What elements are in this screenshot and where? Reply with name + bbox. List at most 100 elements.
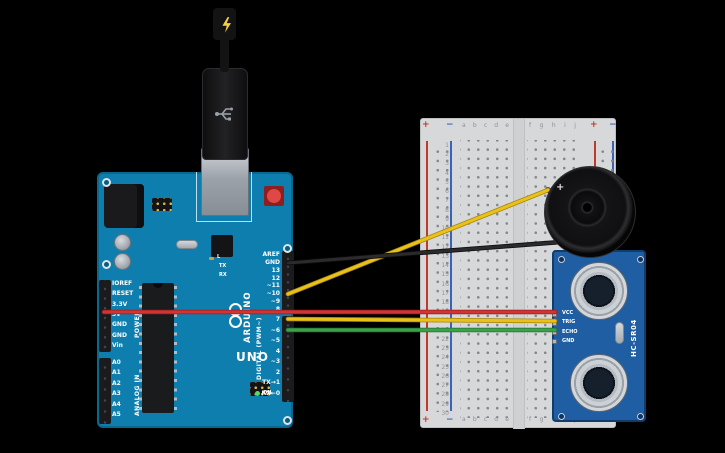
power-pin-header[interactable]	[99, 280, 111, 352]
column-letter: b	[472, 122, 477, 129]
row-number: 13	[441, 252, 449, 260]
pin-label: 4	[275, 347, 280, 355]
mounting-hole	[282, 415, 292, 425]
builtin-led	[209, 257, 214, 260]
pcb-hole	[558, 256, 565, 263]
row-number: 28	[441, 391, 449, 399]
digital-section-label: DIGITAL (PWM~)	[256, 316, 263, 380]
chip-notch	[153, 283, 163, 288]
reset-button-cap[interactable]	[267, 189, 281, 203]
led-l-label: L	[217, 254, 221, 260]
left-rail-negative-line	[450, 141, 452, 411]
pin-label: ~6	[270, 326, 280, 334]
pin-label: GND	[112, 321, 127, 329]
column-letter: a	[462, 416, 466, 423]
sensor-pin-label: ECHO	[562, 328, 578, 335]
row-number: 30	[441, 409, 449, 417]
column-letter: f	[529, 122, 532, 129]
ultrasonic-transducer	[570, 262, 628, 320]
pin-label: 2	[275, 368, 280, 376]
digital-pin-header-lower[interactable]	[282, 316, 294, 402]
piezo-buzzer[interactable]: +	[544, 166, 636, 258]
usb-interface-chip	[211, 235, 233, 257]
column-letter: a	[462, 122, 466, 129]
pin-label: A3	[112, 390, 121, 398]
rx-label: RX	[219, 272, 227, 278]
usb-cable-power-tip[interactable]	[213, 8, 236, 40]
pin-label: ~3	[270, 358, 280, 366]
mounting-hole	[101, 259, 111, 269]
column-letter: c	[483, 122, 488, 129]
pin-label: 13	[271, 266, 280, 274]
atmega-microcontroller[interactable]	[139, 283, 177, 413]
sensor-pin-echo[interactable]	[552, 329, 557, 335]
sensor-pin-trig[interactable]	[552, 320, 557, 326]
usb-cable-cord	[220, 38, 229, 72]
capacitor	[114, 234, 131, 251]
pin-label: A5	[112, 410, 121, 418]
breadboard-center-channel	[513, 119, 525, 429]
on-led	[255, 391, 260, 396]
row-number: 3	[445, 160, 449, 168]
row-number: 4	[445, 169, 449, 177]
row-number: 24	[441, 354, 449, 362]
arduino-logo-icon	[229, 315, 242, 328]
pin-label: IOREF	[112, 280, 133, 287]
left-rail-positive-line	[426, 141, 428, 411]
power-section-label: POWER	[134, 310, 141, 338]
pin-label: 12	[271, 274, 280, 282]
buzzer-positive-mark: +	[556, 182, 565, 193]
row-number: 20	[441, 317, 449, 325]
column-letter: d	[494, 416, 499, 423]
pin-label: Vin	[112, 341, 123, 349]
row-number: 17	[441, 289, 449, 297]
pin-label: A2	[112, 379, 121, 387]
pin-label: RESET	[112, 290, 134, 298]
ultrasonic-transducer	[570, 354, 628, 412]
arduino-brand-text: ARDUINO	[243, 291, 253, 343]
row-number: 19	[441, 308, 449, 316]
digital-pin-header-upper[interactable]	[282, 251, 294, 313]
crystal-oscillator	[176, 240, 198, 249]
analog-section-label: ANALOG IN	[134, 374, 141, 416]
sensor-pin-gnd[interactable]	[552, 338, 557, 344]
column-letter: d	[494, 122, 499, 129]
pin-label: A1	[112, 369, 121, 377]
row-number: 9	[445, 215, 449, 223]
column-letter: e	[505, 416, 509, 423]
row-number: 2	[445, 151, 449, 159]
row-number: 23	[441, 345, 449, 353]
sensor-pin-vcc[interactable]	[552, 311, 557, 317]
pin-label: GND	[265, 258, 280, 266]
pin-label: ~5	[270, 337, 280, 345]
row-number: 16	[441, 280, 449, 288]
analog-pin-header[interactable]	[99, 358, 111, 424]
row-number: 15	[441, 271, 449, 279]
usb-plug[interactable]	[202, 68, 248, 160]
row-number: 25	[441, 363, 449, 371]
pin-label: RX←0	[261, 389, 280, 397]
pcb-hole	[637, 413, 644, 420]
column-letter: b	[472, 416, 477, 423]
icsp-header-1[interactable]	[152, 198, 172, 211]
row-number: 29	[441, 400, 449, 408]
column-letter: j	[574, 122, 576, 129]
row-number: 5	[445, 178, 449, 186]
sensor-name-text: HC-SR04	[630, 319, 638, 357]
power-jack[interactable]	[104, 184, 144, 228]
pin-label: 3.3V	[112, 300, 128, 308]
terminal-holes-a-e[interactable]	[460, 140, 509, 418]
arduino-model-text: UNO	[236, 350, 269, 364]
row-number: 18	[441, 298, 449, 306]
reset-button[interactable]	[264, 186, 284, 206]
row-number: 8	[445, 206, 449, 214]
row-number: 26	[441, 372, 449, 380]
row-number: 10	[441, 225, 449, 233]
